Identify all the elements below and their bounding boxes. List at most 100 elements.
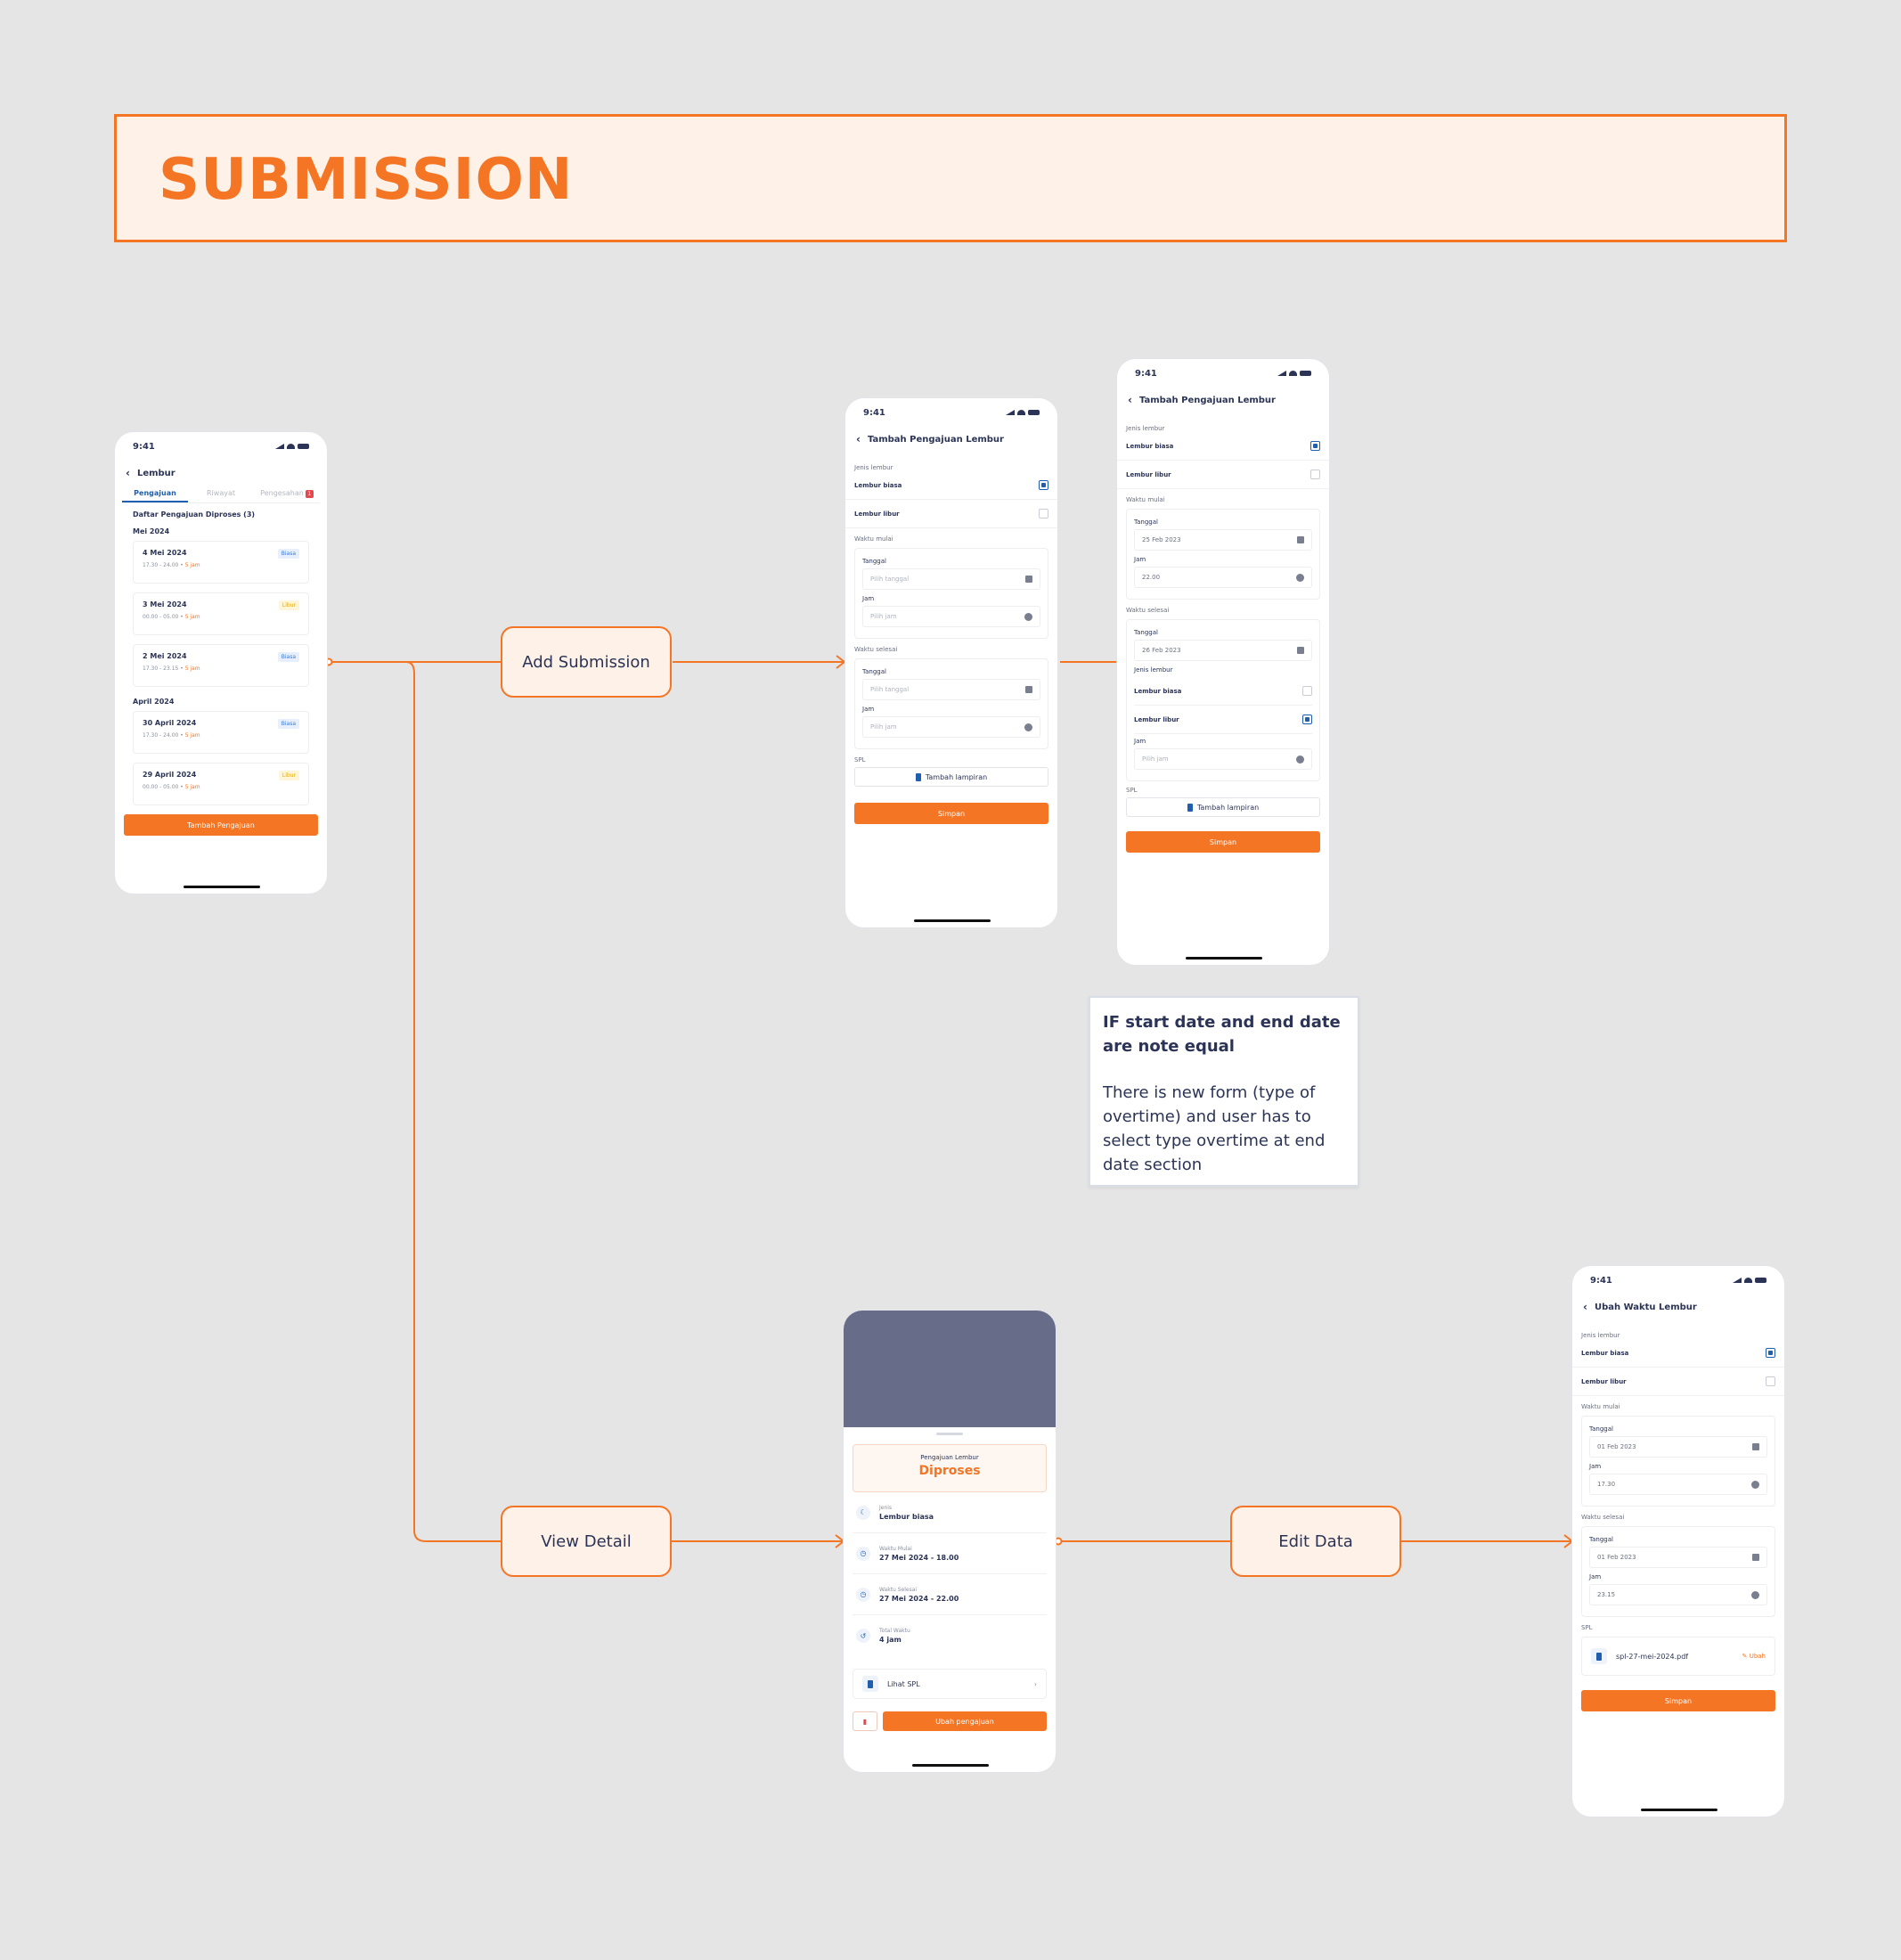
start-date-field[interactable]: 25 Feb 2023 (1134, 529, 1312, 551)
start-time-field[interactable]: 22.00 (1134, 567, 1312, 588)
checkbox[interactable] (1302, 686, 1312, 696)
app-bar: ‹ Tambah Pengajuan Lembur (845, 427, 1057, 452)
option-lembur-biasa[interactable]: Lembur biasa (1572, 1339, 1784, 1368)
calendar-icon (1752, 1554, 1759, 1561)
wifi-icon (287, 444, 295, 449)
calendar-icon (1752, 1443, 1759, 1450)
clock-icon: ◷ (856, 1546, 870, 1561)
detail-actions: ▮ Ubah pengajuan (853, 1711, 1047, 1731)
waktu-selesai-label: Waktu selesai (854, 646, 898, 653)
start-time-field[interactable]: 17.30 (1589, 1474, 1767, 1495)
change-file-link[interactable]: ✎ Ubah (1742, 1653, 1766, 1660)
waktu-selesai-label: Waktu selesai (1126, 607, 1170, 614)
checkbox-checked[interactable] (1302, 715, 1312, 724)
calendar-icon (1025, 576, 1032, 583)
save-button[interactable]: Simpan (1126, 831, 1320, 853)
checkbox[interactable] (1766, 1376, 1775, 1386)
back-arrow-icon[interactable]: ‹ (1583, 1301, 1587, 1313)
checkbox-checked[interactable] (1310, 441, 1320, 451)
condition-note: IF start date and end date are note equa… (1089, 996, 1359, 1187)
list-item[interactable]: 29 April 2024 00.00 - 05.00 • 5 jam Libu… (133, 763, 309, 805)
jam-label: Jam (1134, 556, 1146, 563)
tab-pengajuan[interactable]: Pengajuan (122, 486, 188, 502)
start-date-field[interactable]: Pilih tanggal (862, 568, 1040, 590)
add-submission-button[interactable]: Tambah Pengajuan (124, 814, 318, 836)
tab-riwayat[interactable]: Riwayat (207, 489, 235, 497)
end-time-field[interactable]: Pilih jam (862, 716, 1040, 738)
battery-icon (298, 444, 309, 449)
sheet-grabber[interactable] (936, 1433, 963, 1435)
end-time-group: Tanggal 26 Feb 2023 Jenis lembur Lembur … (1126, 619, 1320, 781)
battery-icon (1028, 410, 1040, 415)
checkbox[interactable] (1039, 509, 1048, 519)
jam-label: Jam (862, 706, 875, 713)
add-attachment-button[interactable]: Tambah lampiran (1126, 797, 1320, 817)
clock-icon (1751, 1480, 1759, 1489)
delete-button[interactable]: ▮ (853, 1711, 877, 1731)
checkbox-checked[interactable] (1039, 480, 1048, 490)
jenis-label: Jenis lembur (1134, 666, 1173, 674)
list-item[interactable]: 30 April 2024 17.30 - 24.00 • 5 jam Bias… (133, 711, 309, 754)
start-date-field[interactable]: 01 Feb 2023 (1589, 1436, 1767, 1458)
item-date: 30 April 2024 (143, 719, 197, 727)
end-time-field[interactable]: 23.15 (1589, 1584, 1767, 1605)
jam-label: Jam (1589, 1463, 1602, 1470)
clock-icon (1751, 1590, 1759, 1599)
end-date-field[interactable]: 01 Feb 2023 (1589, 1547, 1767, 1568)
file-icon (1187, 803, 1193, 812)
end-time-field[interactable]: Pilih jam (1134, 748, 1312, 770)
status-time: 9:41 (133, 441, 155, 452)
option-lembur-libur[interactable]: Lembur libur (1134, 706, 1312, 734)
checkbox[interactable] (1310, 470, 1320, 479)
signal-icon (275, 444, 284, 449)
status-bar: 9:41 (845, 398, 1057, 427)
page-title: Lembur (136, 468, 175, 478)
end-date-field[interactable]: Pilih tanggal (862, 679, 1040, 700)
back-arrow-icon[interactable]: ‹ (856, 433, 861, 445)
option-lembur-libur[interactable]: Lembur libur (1572, 1368, 1784, 1396)
status-time: 9:41 (863, 407, 885, 418)
add-attachment-button[interactable]: Tambah lampiran (854, 767, 1048, 787)
list-item[interactable]: 3 Mei 2024 00.00 - 05.00 • 5 jam Libur (133, 592, 309, 635)
home-indicator (184, 886, 260, 888)
signal-icon (1733, 1278, 1742, 1283)
home-indicator (912, 1764, 989, 1767)
home-indicator (1641, 1809, 1717, 1811)
item-date: 29 April 2024 (143, 771, 197, 779)
status-bar: 9:41 (115, 432, 327, 461)
jenis-label: Jenis lembur (1126, 425, 1165, 432)
connector-branch-down (405, 661, 501, 1542)
type-badge: Libur (278, 771, 299, 780)
save-button[interactable]: Simpan (1581, 1690, 1775, 1711)
status-card-value: Diproses (918, 1464, 981, 1478)
list-item[interactable]: 2 Mei 2024 17.30 - 23.15 • 5 jam Biasa (133, 644, 309, 687)
page-title: Ubah Waktu Lembur (1594, 1302, 1697, 1312)
note-body: There is new form (type of overtime) and… (1103, 1083, 1326, 1174)
status-card-label: Pengajuan Lembur (920, 1454, 979, 1461)
start-time-field[interactable]: Pilih jam (862, 606, 1040, 627)
option-lembur-biasa[interactable]: Lembur biasa (845, 471, 1057, 500)
edit-submission-button[interactable]: Ubah pengajuan (883, 1711, 1047, 1731)
end-date-field[interactable]: 26 Feb 2023 (1134, 640, 1312, 661)
tanggal-label: Tanggal (862, 668, 886, 675)
signal-icon (1277, 371, 1286, 376)
waktu-mulai-label: Waktu mulai (1581, 1403, 1620, 1410)
edit-data-label: Edit Data (1230, 1506, 1401, 1577)
option-lembur-biasa[interactable]: Lembur biasa (1117, 432, 1329, 461)
back-arrow-icon[interactable]: ‹ (1128, 394, 1132, 406)
modal-overlay[interactable] (844, 1311, 1056, 1428)
status-bar: 9:41 (1117, 359, 1329, 388)
checkbox-checked[interactable] (1766, 1348, 1775, 1358)
attached-file: spl-27-mei-2024.pdf ✎ Ubah (1581, 1637, 1775, 1676)
view-spl-link[interactable]: Lihat SPL › (853, 1669, 1047, 1699)
back-arrow-icon[interactable]: ‹ (126, 467, 130, 479)
battery-icon (1300, 371, 1311, 376)
option-lembur-biasa[interactable]: Lembur biasa (1134, 677, 1312, 706)
option-lembur-libur[interactable]: Lembur libur (845, 500, 1057, 528)
list-item[interactable]: 4 Mei 2024 17.30 - 24.00 • 5 jam Biasa (133, 541, 309, 584)
page-title: Tambah Pengajuan Lembur (1138, 395, 1276, 405)
save-button[interactable]: Simpan (854, 803, 1048, 824)
option-lembur-libur[interactable]: Lembur libur (1117, 461, 1329, 489)
